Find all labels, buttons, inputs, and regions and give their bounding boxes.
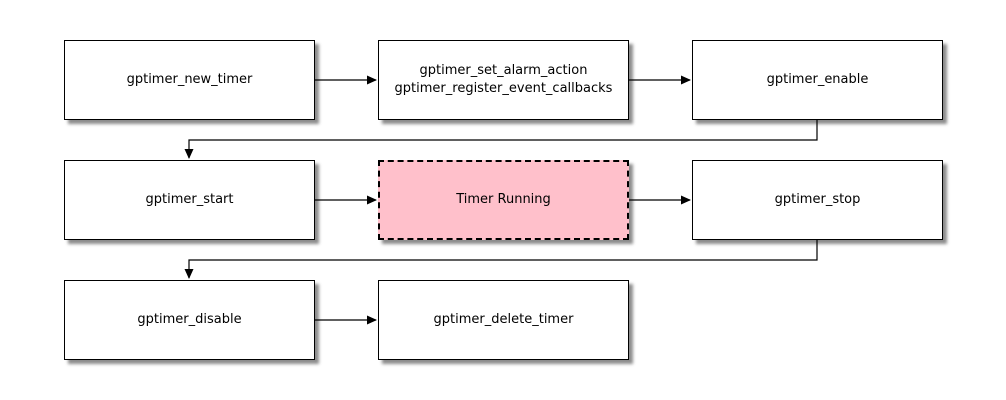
node-gptimer-start: gptimer_start — [64, 160, 315, 240]
edge-stop-to-disable — [184, 240, 818, 279]
node-gptimer-enable: gptimer_enable — [692, 40, 943, 120]
node-gptimer-new-timer: gptimer_new_timer — [64, 40, 315, 120]
node-timer-running: Timer Running — [378, 160, 629, 240]
node-gptimer-delete-timer: gptimer_delete_timer — [378, 280, 629, 360]
node-gptimer-set-alarm-action-register-event-callbacks: gptimer_set_alarm_action gptimer_registe… — [378, 40, 629, 120]
node-gptimer-stop: gptimer_stop — [692, 160, 943, 240]
node-gptimer-disable: gptimer_disable — [64, 280, 315, 360]
edge-enable-to-start — [184, 120, 818, 159]
